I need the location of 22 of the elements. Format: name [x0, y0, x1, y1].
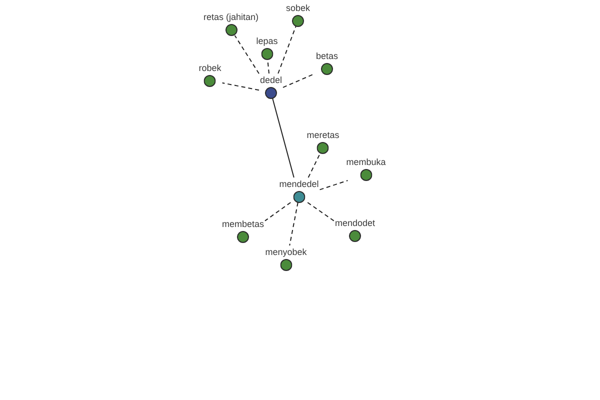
node-label: menyobek: [265, 246, 307, 256]
dashed-line: [234, 35, 260, 74]
node-label: meretas: [306, 130, 340, 140]
node-label: betas: [316, 50, 338, 60]
dashed-line: [264, 202, 292, 222]
node-label: mendodet: [334, 218, 376, 228]
dashed-line: [289, 202, 298, 246]
dashed-line: [222, 82, 260, 91]
dashed-line: [308, 153, 321, 178]
node-label: robek: [198, 62, 222, 72]
dashed-line: [307, 202, 334, 222]
node-label: mendedel: [279, 178, 319, 188]
node-label: membuka: [346, 156, 386, 166]
connector-line: [272, 98, 294, 178]
node-label: retas (jahitan): [203, 12, 259, 22]
dashed-line: [282, 73, 316, 88]
dashed-line: [278, 26, 296, 74]
node-label: dedel: [260, 74, 282, 84]
node-label: lepas: [256, 36, 278, 46]
node-label: sobek: [286, 2, 310, 12]
node-label: membetas: [222, 218, 264, 228]
dashed-line: [319, 180, 348, 190]
